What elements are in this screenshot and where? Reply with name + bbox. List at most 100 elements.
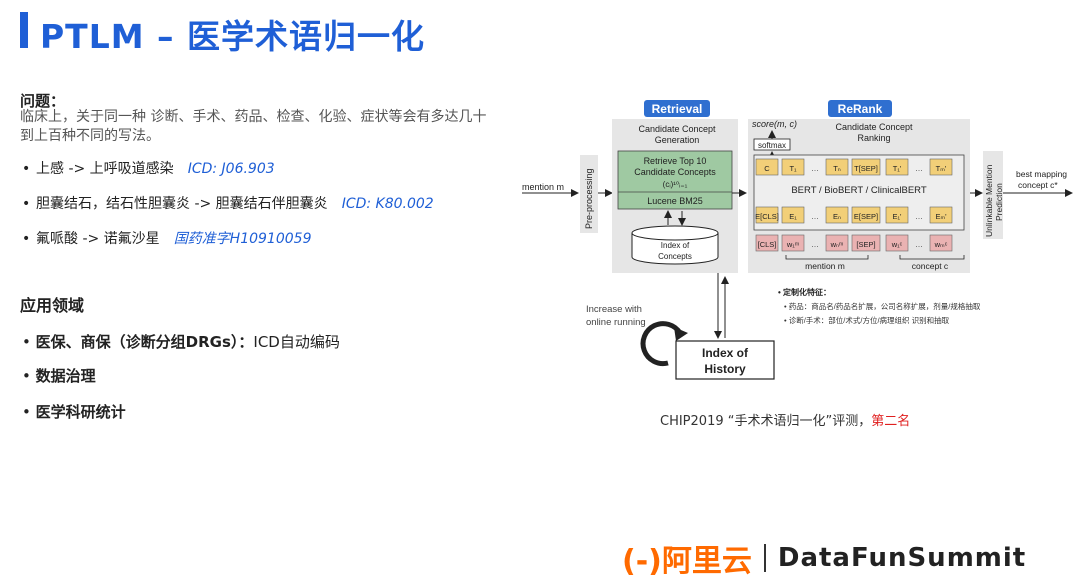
token-label: C [764,164,770,173]
application-bold: 数据治理 [35,367,96,385]
architecture-diagram: mention m Pre-processing Retrieval Candi… [522,100,1073,380]
bert-label: BERT / BioBERT / ClinicalBERT [791,185,927,196]
token-label: E₁ [789,212,797,221]
mention-bracket-label: mention m [805,261,845,271]
problem-heading: 问题： [20,92,66,110]
retrieval-tag-label: Retrieval [652,102,703,116]
history-box [675,340,775,380]
custom-features-item: • 药品：商品名/药品名扩展，公司名称扩展，剂量/规格抽取 [784,301,981,311]
token-label: … [915,212,923,221]
example-code: ICD: K80.002 [341,196,434,212]
preprocessing-label: Pre-processing [584,168,594,229]
example-text: 氟哌酸 -> 诺氟沙星 [36,231,160,247]
token-box [825,158,849,176]
retrieval-tag [644,100,710,117]
index-concepts-label: Index of [661,241,690,250]
token-label: E₁' [893,212,903,221]
loop-arrow-icon [640,321,683,367]
token-box [755,158,779,176]
lucene-label: Lucene BM25 [647,196,703,206]
token-label: [SEP] [856,240,875,249]
application-item: • 数据治理 [22,365,96,386]
bullet-icon: • [22,196,31,212]
unlinkable-label: Prediction [994,183,1004,221]
logo-divider [763,544,766,572]
example-item: • 胆囊结石，结石性胆囊炎 -> 胆囊结石伴胆囊炎 ICD: K80.002 [22,193,434,213]
retrieve-text: Candidate Concepts [634,167,716,177]
history-label: Index of [702,346,749,360]
token-box [929,206,953,224]
history-label: History [704,362,746,376]
index-concepts-cylinder [631,225,719,265]
mention-input-label: mention m [522,182,564,192]
token-box [755,206,779,224]
rerank-subtitle: Candidate Concept [835,122,913,132]
token-label: … [915,240,923,249]
token-box [929,158,953,176]
token-label: Eₘ' [935,212,947,221]
token-box [851,234,881,252]
increase-label: Increase with [586,304,642,315]
application-item: • 医学科研统计 [22,401,126,422]
rerank-subtitle: Ranking [857,133,890,143]
retrieval-subtitle: Generation [655,135,700,145]
application-bold: 医学科研统计 [35,403,126,421]
preprocessing-box [580,155,598,233]
unlinkable-label: Unlinkable Mention [984,164,994,237]
increase-label: online running [586,317,646,328]
title-accent-bar [20,12,28,48]
rerank-tag-label: ReRank [838,102,883,116]
problem-description: 临床上，关于同一种 诊断、手术、药品、检查、化验、症状等会有多达几十到上百种不同… [20,109,487,144]
retrieval-subtitle: Candidate Concept [638,124,716,134]
example-code: 国药准字H10910059 [173,231,312,247]
bullet-icon: • [22,161,31,177]
token-label: Tₙ [833,164,841,173]
best-mapping-label: concept c* [1018,180,1058,190]
index-concepts-label: Concepts [658,252,692,261]
token-label: T₁ [789,164,797,173]
token-label: [CLS] [758,240,777,249]
bullet-icon: • [22,231,31,247]
softmax-label: softmax [758,141,786,150]
bullet-icon: • [22,333,31,351]
application-rest: ICD自动编码 [253,333,340,351]
token-box [781,158,805,176]
example-item: • 上感 -> 上呼吸道感染 ICD: J06.903 [22,158,275,178]
token-label: Tₘ' [936,164,947,173]
token-label: … [811,164,819,173]
token-label: T₁' [893,164,902,173]
application-item: • 医保、商保（诊断分组DRGs）：ICD自动编码 [22,331,340,352]
token-label: … [915,164,923,173]
example-text: 上感 -> 上呼吸道感染 [36,161,174,177]
example-text: 胆囊结石，结石性胆囊炎 -> 胆囊结石伴胆囊炎 [36,196,328,212]
input-token-row: [CLS]w₁ᵐ…wₙᵐ[SEP]w₁ᶜ…wₘᶜ [755,234,953,252]
datafun-logo: DataFunSummit [777,543,1027,573]
custom-features-heading: • 定制化特征： [778,287,831,297]
best-mapping-label: best mapping [1016,169,1067,179]
custom-features-item: • 诊断/手术：部位/术式/方位/病理组织 识别和抽取 [784,315,950,325]
token-label: w₁ᶜ [891,240,903,249]
token-box [755,234,779,252]
example-item: • 氟哌酸 -> 诺氟沙星国药准字H10910059 [22,228,311,248]
caption-text: CHIP2019 “手术术语归一化”评测， [660,414,872,429]
bullet-icon: • [22,403,31,421]
token-box [929,234,953,252]
example-code: ICD: J06.903 [187,161,275,177]
concept-bracket-label: concept c [912,261,949,271]
caption: CHIP2019 “手术术语归一化”评测，第二名 [660,410,910,429]
retrieve-formula: (cᵢ)¹⁰ᵢ₌₁ [663,180,688,189]
token-label: wₙᵐ [830,240,844,249]
token-box [851,206,881,224]
bullet-icon: • [22,367,31,385]
token-box [825,206,849,224]
token-box [851,158,881,176]
token-box [885,206,909,224]
token-label: … [811,212,819,221]
token-box [885,158,909,176]
token-label: wₘᶜ [934,240,948,249]
retrieve-text: Retrieve Top 10 [644,156,707,166]
caption-highlight: 第二名 [871,414,911,429]
token-box [825,234,849,252]
